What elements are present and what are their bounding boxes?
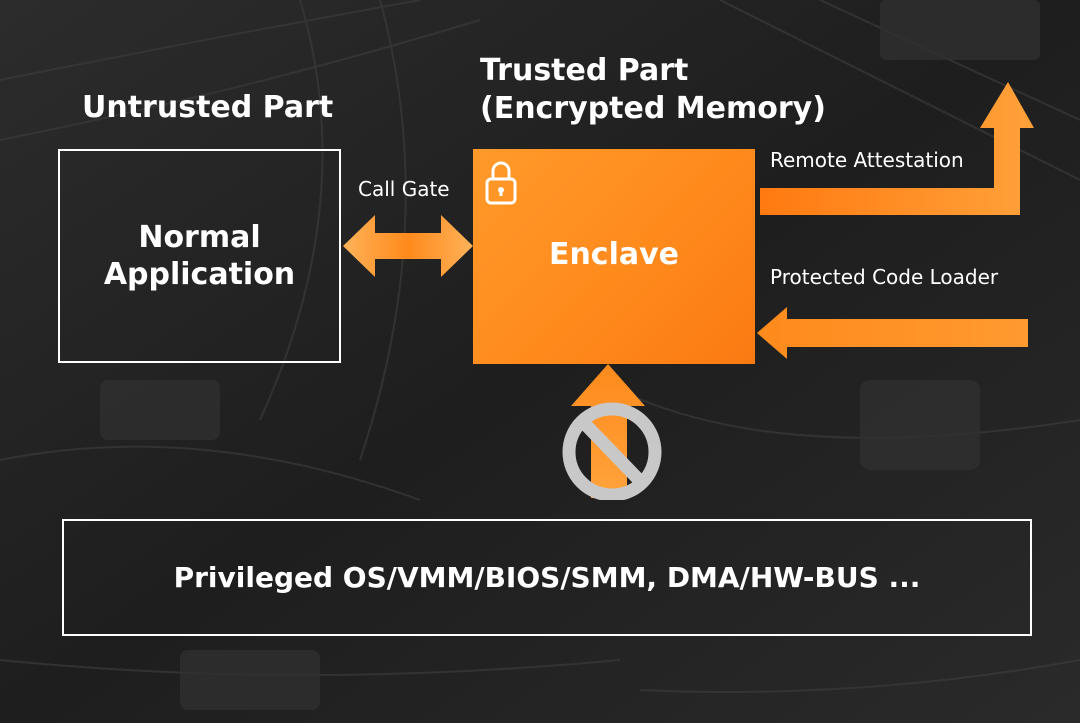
normal-application-line2: Application xyxy=(103,257,296,292)
call-gate-label: Call Gate xyxy=(358,177,450,201)
blocked-access-arrow xyxy=(562,364,662,500)
normal-application-box: Normal Application xyxy=(58,149,341,363)
protected-code-loader-label: Protected Code Loader xyxy=(770,265,999,289)
trusted-part-title-line2: (Encrypted Memory) xyxy=(480,91,826,126)
privileged-layer-label: Privileged OS/VMM/BIOS/SMM, DMA/HW-BUS .… xyxy=(173,560,921,594)
trusted-part-title: Trusted Part (Encrypted Memory) xyxy=(480,52,826,128)
trusted-part-title-line1: Trusted Part xyxy=(480,53,689,88)
untrusted-part-title: Untrusted Part xyxy=(82,90,334,125)
normal-application-line1: Normal xyxy=(138,220,261,255)
privileged-layer-box: Privileged OS/VMM/BIOS/SMM, DMA/HW-BUS .… xyxy=(62,519,1032,636)
enclave-label: Enclave xyxy=(548,237,680,272)
lock-icon xyxy=(485,161,517,205)
enclave-box: Enclave xyxy=(473,149,755,364)
remote-attestation-arrow xyxy=(760,82,1034,215)
remote-attestation-label: Remote Attestation xyxy=(770,148,964,172)
call-gate-double-arrow xyxy=(343,215,473,277)
no-entry-icon xyxy=(562,402,662,500)
protected-code-loader-arrow xyxy=(757,307,1028,359)
